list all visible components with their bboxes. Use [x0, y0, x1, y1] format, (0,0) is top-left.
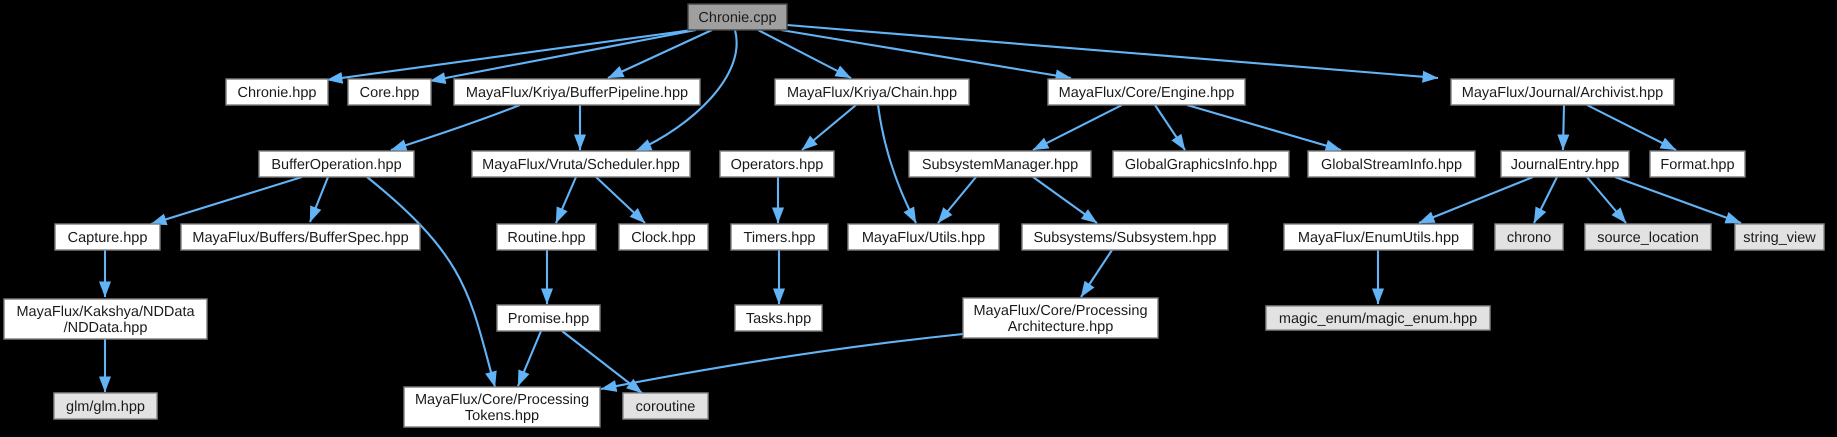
svg-text:SubsystemManager.hpp: SubsystemManager.hpp	[922, 157, 1078, 173]
svg-text:BufferOperation.hpp: BufferOperation.hpp	[271, 157, 401, 173]
svg-text:MayaFlux/Kriya/Chain.hpp: MayaFlux/Kriya/Chain.hpp	[787, 85, 957, 101]
svg-text:MayaFlux/Buffers/BufferSpec.hp: MayaFlux/Buffers/BufferSpec.hpp	[192, 230, 408, 246]
svg-text:Capture.hpp: Capture.hpp	[68, 230, 148, 246]
svg-text:MayaFlux/Core/Processing: MayaFlux/Core/Processing	[415, 392, 589, 408]
svg-text:Core.hpp: Core.hpp	[360, 85, 420, 101]
svg-text:MayaFlux/Kakshya/NDData: MayaFlux/Kakshya/NDData	[16, 304, 195, 320]
svg-text:coroutine: coroutine	[636, 399, 696, 415]
svg-text:MayaFlux/Utils.hpp: MayaFlux/Utils.hpp	[862, 230, 985, 246]
svg-text:Routine.hpp: Routine.hpp	[507, 230, 585, 246]
svg-text:GlobalGraphicsInfo.hpp: GlobalGraphicsInfo.hpp	[1125, 157, 1277, 173]
svg-text:Chronie.hpp: Chronie.hpp	[238, 85, 317, 101]
svg-text:GlobalStreamInfo.hpp: GlobalStreamInfo.hpp	[1321, 157, 1462, 173]
svg-text:MayaFlux/Core/Processing: MayaFlux/Core/Processing	[973, 303, 1147, 319]
svg-text:Clock.hpp: Clock.hpp	[631, 230, 695, 246]
svg-text:MayaFlux/Kriya/BufferPipeline.: MayaFlux/Kriya/BufferPipeline.hpp	[466, 85, 688, 101]
svg-text:MayaFlux/EnumUtils.hpp: MayaFlux/EnumUtils.hpp	[1298, 230, 1459, 246]
svg-text:MayaFlux/Journal/Archivist.hpp: MayaFlux/Journal/Archivist.hpp	[1462, 85, 1663, 101]
svg-text:Chronie.cpp: Chronie.cpp	[698, 10, 776, 26]
svg-text:Timers.hpp: Timers.hpp	[744, 230, 816, 246]
svg-text:string_view: string_view	[1743, 230, 1816, 246]
svg-text:JournalEntry.hpp: JournalEntry.hpp	[1511, 157, 1620, 173]
svg-text:Promise.hpp: Promise.hpp	[508, 311, 589, 327]
svg-text:Subsystems/Subsystem.hpp: Subsystems/Subsystem.hpp	[1034, 230, 1217, 246]
svg-text:source_location: source_location	[1597, 230, 1699, 246]
svg-text:Operators.hpp: Operators.hpp	[731, 157, 824, 173]
svg-text:Tokens.hpp: Tokens.hpp	[465, 408, 539, 424]
svg-text:Tasks.hpp: Tasks.hpp	[746, 311, 811, 327]
svg-text:MayaFlux/Vruta/Scheduler.hpp: MayaFlux/Vruta/Scheduler.hpp	[482, 157, 680, 173]
svg-text:MayaFlux/Core/Engine.hpp: MayaFlux/Core/Engine.hpp	[1059, 85, 1235, 101]
svg-text:Format.hpp: Format.hpp	[1660, 157, 1734, 173]
svg-text:/NDData.hpp: /NDData.hpp	[64, 320, 148, 336]
svg-text:Architecture.hpp: Architecture.hpp	[1008, 319, 1114, 335]
svg-text:glm/glm.hpp: glm/glm.hpp	[66, 399, 145, 415]
svg-text:magic_enum/magic_enum.hpp: magic_enum/magic_enum.hpp	[1279, 311, 1477, 327]
svg-text:chrono: chrono	[1507, 230, 1551, 246]
